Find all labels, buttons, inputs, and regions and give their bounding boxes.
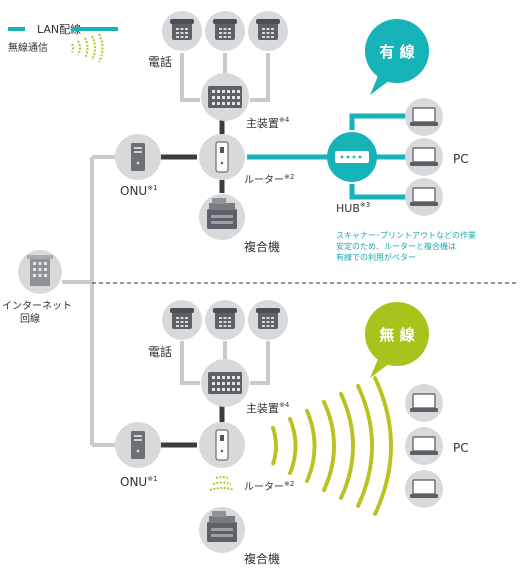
wired-badge: 有 線 — [365, 19, 429, 95]
router-ref: ※2 — [284, 173, 294, 181]
pc-label: PC — [453, 441, 469, 455]
router-label: ルーター — [244, 481, 284, 493]
svg-text:ONU※1: ONU※1 — [120, 475, 158, 489]
pc-icon — [409, 393, 439, 413]
wired-badge-label: 有 線 — [379, 43, 414, 61]
pc-node — [405, 98, 443, 136]
pc-node — [405, 470, 443, 508]
phone-node — [162, 11, 202, 51]
pc-icon — [409, 147, 439, 167]
hub-icon — [335, 151, 369, 163]
wifi-waves — [271, 376, 393, 516]
svg-text:ルーター※2: ルーター※2 — [244, 173, 294, 186]
wired-note-line3: 有線での利用がベター — [336, 252, 416, 262]
phone-icon — [256, 308, 280, 329]
hub-ref: ※3 — [360, 201, 370, 209]
svg-text:主装置※4: 主装置※4 — [246, 116, 290, 130]
main-unit-ref: ※4 — [279, 116, 290, 124]
router-node — [199, 134, 245, 180]
router-node — [199, 422, 245, 468]
pc-node — [405, 384, 443, 422]
phone-node — [205, 300, 245, 340]
mfp-label: 複合機 — [244, 239, 280, 254]
onu-ref: ※1 — [147, 184, 157, 192]
main-unit-node — [201, 359, 249, 407]
main-unit-label: 主装置 — [246, 117, 279, 130]
pc-node — [405, 138, 443, 176]
onu-icon — [131, 143, 145, 171]
pc-icon — [409, 436, 439, 456]
mfp-node — [199, 194, 245, 240]
phone-label: 電話 — [148, 54, 172, 69]
lan-legend-label: LAN配線 — [37, 22, 81, 36]
pc-label: PC — [453, 152, 469, 166]
phone-icon — [170, 19, 194, 40]
wireless-badge-label: 無 線 — [379, 326, 414, 344]
main-unit-node — [201, 73, 249, 121]
wired-note-line1: スキャナー･プリントアウトなどの作業 — [336, 230, 476, 240]
main-unit-ref: ※4 — [279, 401, 290, 409]
onu-label: ONU — [120, 475, 147, 489]
wired-section: 電話 主装置※4 ONU※1 ルーター※2 複合機 HUB※3 PC 有 線 — [62, 11, 476, 445]
pc-icon — [409, 187, 439, 207]
svg-text:ONU※1: ONU※1 — [120, 184, 158, 198]
pc-node — [405, 427, 443, 465]
main-unit-icon — [208, 86, 242, 108]
wireless-section: 電話 主装置※4 ONU※1 ルーター※2 複合機 PC — [92, 300, 469, 566]
svg-text:HUB※3: HUB※3 — [336, 201, 370, 215]
wired-note-line2: 安定のため、ルーターと複合機は — [336, 241, 456, 251]
router-icon — [215, 429, 229, 461]
pc-icon — [409, 107, 439, 127]
phone-icon — [213, 308, 237, 329]
svg-text:ルーター※2: ルーター※2 — [244, 480, 294, 493]
router-ref: ※2 — [284, 480, 294, 488]
pc-node — [405, 178, 443, 216]
phone-icon — [256, 19, 280, 40]
main-unit-label: 主装置 — [246, 402, 279, 415]
onu-label: ONU — [120, 184, 147, 198]
phone-label: 電話 — [148, 344, 172, 359]
building-icon — [27, 255, 53, 286]
internet-node — [18, 250, 62, 294]
pc-icon — [409, 479, 439, 499]
router-icon — [215, 141, 229, 173]
wifi-router-mfp — [209, 476, 235, 491]
onu-ref: ※1 — [147, 475, 157, 483]
phone-node — [248, 11, 288, 51]
onu-icon — [131, 431, 145, 459]
mfp-node — [199, 507, 245, 553]
onu-node — [115, 422, 161, 468]
phone-node — [162, 300, 202, 340]
internet-label-line1: インターネット — [2, 300, 72, 312]
wireless-legend-label: 無線通信 — [8, 41, 48, 54]
hub-label: HUB — [336, 202, 360, 215]
main-unit-icon — [208, 372, 242, 394]
internet-label-line2: 回線 — [20, 312, 40, 325]
onu-node — [115, 134, 161, 180]
phone-icon — [170, 308, 194, 329]
svg-text:主装置※4: 主装置※4 — [246, 401, 290, 415]
wifi-legend-icon — [71, 33, 104, 63]
phone-node — [205, 11, 245, 51]
phone-node — [248, 300, 288, 340]
hub-node — [327, 132, 377, 182]
mfp-label: 複合機 — [244, 551, 280, 566]
phone-icon — [213, 19, 237, 40]
wireless-badge: 無 線 — [365, 302, 429, 378]
router-label: ルーター — [244, 174, 284, 186]
